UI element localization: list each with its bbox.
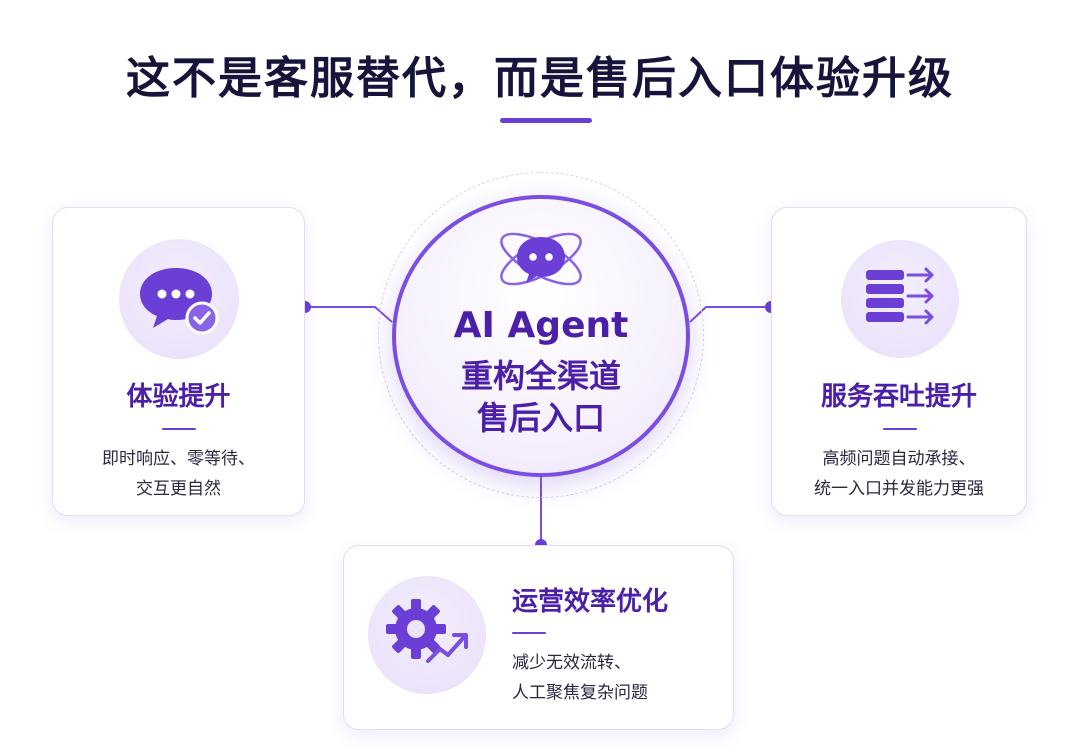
card-title-throughput: 服务吞吐提升: [820, 382, 977, 412]
desc-line: 统一入口并发能力更强: [814, 479, 984, 499]
ai-chat-atom-icon: [491, 215, 591, 299]
page-title: 这不是客服替代，而是售后入口体验升级: [126, 53, 954, 104]
center-subtitle-2: 售后入口: [476, 399, 605, 437]
card-throughput: 服务吞吐提升 高频问题自动承接、 统一入口并发能力更强: [771, 207, 1027, 516]
card-desc-efficiency: 减少无效流转、 人工聚焦复杂问题: [512, 648, 648, 708]
center-title: AI Agent: [453, 305, 629, 346]
card-rule: [162, 428, 196, 430]
stacked-arrows-icon: [841, 240, 959, 358]
center-subtitle-1: 重构全渠道: [460, 357, 621, 395]
card-rule: [512, 632, 546, 634]
gear-trend-icon: [368, 576, 486, 694]
card-title-efficiency: 运营效率优化: [512, 587, 669, 617]
desc-line: 人工聚焦复杂问题: [512, 683, 648, 703]
desc-line: 高频问题自动承接、: [822, 449, 976, 469]
card-title-experience: 体验提升: [126, 382, 231, 412]
desc-line: 即时响应、零等待、: [102, 449, 255, 469]
card-rule: [883, 428, 917, 430]
desc-line: 交互更自然: [136, 479, 221, 499]
chat-check-icon: [119, 239, 239, 359]
desc-line: 减少无效流转、: [512, 653, 631, 673]
card-efficiency: 运营效率优化 减少无效流转、 人工聚焦复杂问题: [343, 545, 734, 730]
card-desc-throughput: 高频问题自动承接、 统一入口并发能力更强: [772, 444, 1026, 504]
card-desc-experience: 即时响应、零等待、 交互更自然: [53, 444, 304, 504]
title-underline: [500, 118, 592, 123]
card-experience: 体验提升 即时响应、零等待、 交互更自然: [52, 207, 305, 516]
center-hub: AI Agent 重构全渠道 售后入口: [392, 195, 690, 477]
